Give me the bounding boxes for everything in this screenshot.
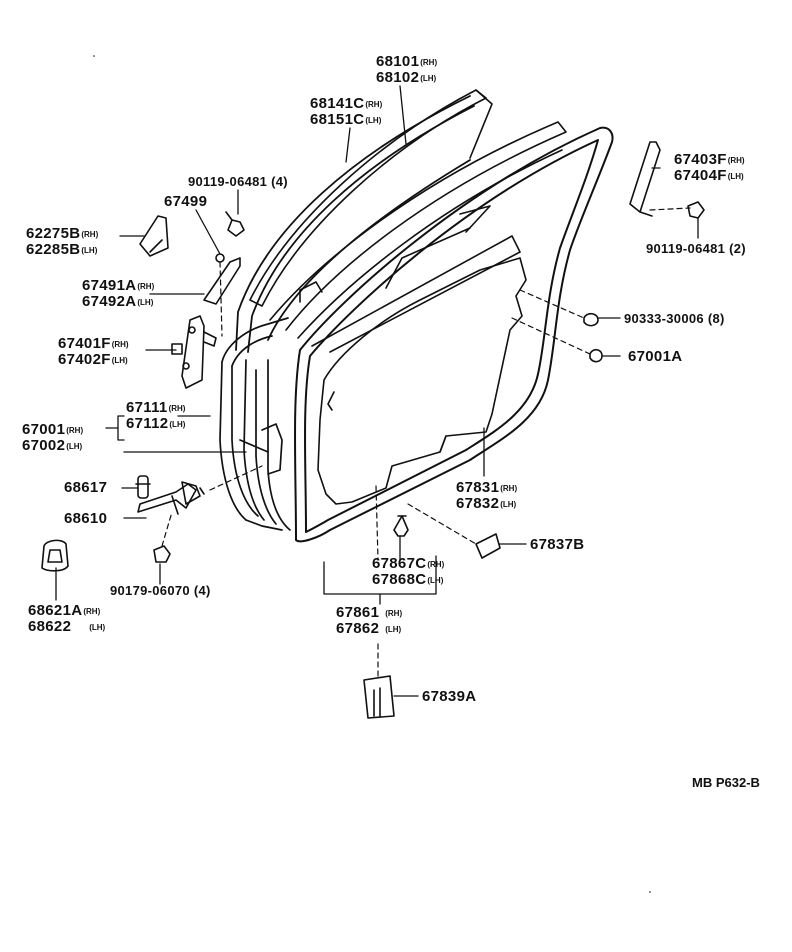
side-marker: (RH) — [427, 560, 445, 569]
label-90333-30006: 90333-30006 (8) — [624, 311, 725, 326]
small-parts — [41, 141, 705, 719]
label-67861-67862: 67861 (RH) 67862 (LH) — [336, 605, 402, 637]
door-weatherstrip — [294, 126, 614, 543]
part-number: 67832 — [456, 495, 500, 512]
door-shell — [219, 317, 291, 531]
label-67001a: 67001A — [628, 348, 683, 365]
side-marker: (LH) — [365, 116, 382, 125]
side-marker: (LH) — [500, 500, 517, 509]
part-number: 67831 — [456, 479, 500, 496]
side-marker: (RH) — [111, 340, 129, 349]
part-number: 67862 — [336, 620, 380, 637]
label-62275b-62285b: 62275B(RH) 62285B(LH) — [26, 226, 98, 258]
side-marker: (RH) — [420, 58, 438, 67]
side-marker: (RH) — [66, 426, 84, 435]
label-67499: 67499 — [164, 193, 208, 210]
part-number: 67001 — [22, 421, 66, 438]
side-marker: (LH) — [420, 74, 437, 83]
side-marker: (LH) — [137, 298, 154, 307]
label-67001-67002: 67001(RH) 67002(LH) — [22, 422, 83, 454]
diagram-reference-code: MB P632-B — [692, 775, 760, 790]
part-number: 67111 — [126, 399, 168, 416]
label-68610: 68610 — [64, 510, 108, 527]
part-number: 67404F — [674, 167, 727, 184]
part-number: 67401F — [58, 335, 111, 352]
part-number: 67492A — [82, 293, 137, 310]
side-marker: (RH) — [168, 404, 186, 413]
side-marker: (LH) — [385, 625, 402, 634]
label-67867c-67868c: 67867C(RH) 67868C(LH) — [372, 556, 444, 588]
side-marker: (LH) — [427, 576, 444, 585]
label-68617: 68617 — [64, 479, 108, 496]
part-number: 68101 — [376, 53, 420, 70]
side-marker: (RH) — [83, 607, 101, 616]
part-number: 62285B — [26, 241, 81, 258]
label-68101-68102: 68101(RH) 68102(LH) — [376, 54, 437, 86]
side-marker: (RH) — [137, 282, 155, 291]
lower-hinge — [137, 481, 205, 515]
part-number: 67112 — [126, 415, 169, 432]
side-marker: (LH) — [81, 246, 98, 255]
label-90119-06481-4: 90119-06481 (4) — [188, 174, 288, 189]
speck — [649, 891, 651, 893]
inner-panel — [317, 257, 527, 505]
label-67837b: 67837B — [530, 536, 585, 553]
part-number: 62275B — [26, 225, 81, 242]
side-marker: (RH) — [727, 156, 745, 165]
label-90179-06070: 90179-06070 (4) — [110, 583, 211, 598]
label-90119-06481-2: 90119-06481 (2) — [646, 241, 746, 256]
upper-hinge — [171, 315, 217, 389]
part-number: 68151C — [310, 111, 365, 128]
label-67831-67832: 67831(RH) 67832(LH) — [456, 480, 517, 512]
side-marker: (RH) — [385, 609, 403, 618]
label-68621a-68622: 68621A(RH) 68622 (LH) — [28, 603, 105, 635]
glass-run-channel — [249, 89, 493, 307]
assembly-dashes — [161, 207, 691, 677]
part-number: 67402F — [58, 351, 111, 368]
label-67403f-67404f: 67403F(RH) 67404F(LH) — [674, 152, 745, 184]
leader-lines — [55, 85, 699, 697]
side-marker: (RH) — [365, 100, 383, 109]
part-number: 68621A — [28, 602, 83, 619]
side-marker: (LH) — [727, 172, 744, 181]
speck — [93, 55, 95, 57]
part-number: 68622 — [28, 618, 72, 635]
side-marker: (LH) — [89, 623, 106, 632]
side-marker: (RH) — [81, 230, 99, 239]
label-68141c-68151c: 68141C(RH) 68151C(LH) — [310, 96, 382, 128]
label-67401f-67402f: 67401F(RH) 67402F(LH) — [58, 336, 129, 368]
side-marker: (LH) — [111, 356, 128, 365]
side-marker: (LH) — [169, 420, 186, 429]
label-67839a: 67839A — [422, 688, 477, 705]
part-number: 67403F — [674, 151, 727, 168]
part-number: 67868C — [372, 571, 427, 588]
label-67111-67112: 67111(RH) 67112(LH) — [126, 400, 185, 432]
side-marker: (RH) — [500, 484, 518, 493]
part-number: 67002 — [22, 437, 66, 454]
part-number: 67867C — [372, 555, 427, 572]
part-number: 67861 — [336, 604, 380, 621]
part-number: 67491A — [82, 277, 137, 294]
part-number: 68102 — [376, 69, 420, 86]
label-67491a-67492a: 67491A(RH) 67492A(LH) — [82, 278, 154, 310]
part-number: 68141C — [310, 95, 365, 112]
side-marker: (LH) — [66, 442, 83, 451]
